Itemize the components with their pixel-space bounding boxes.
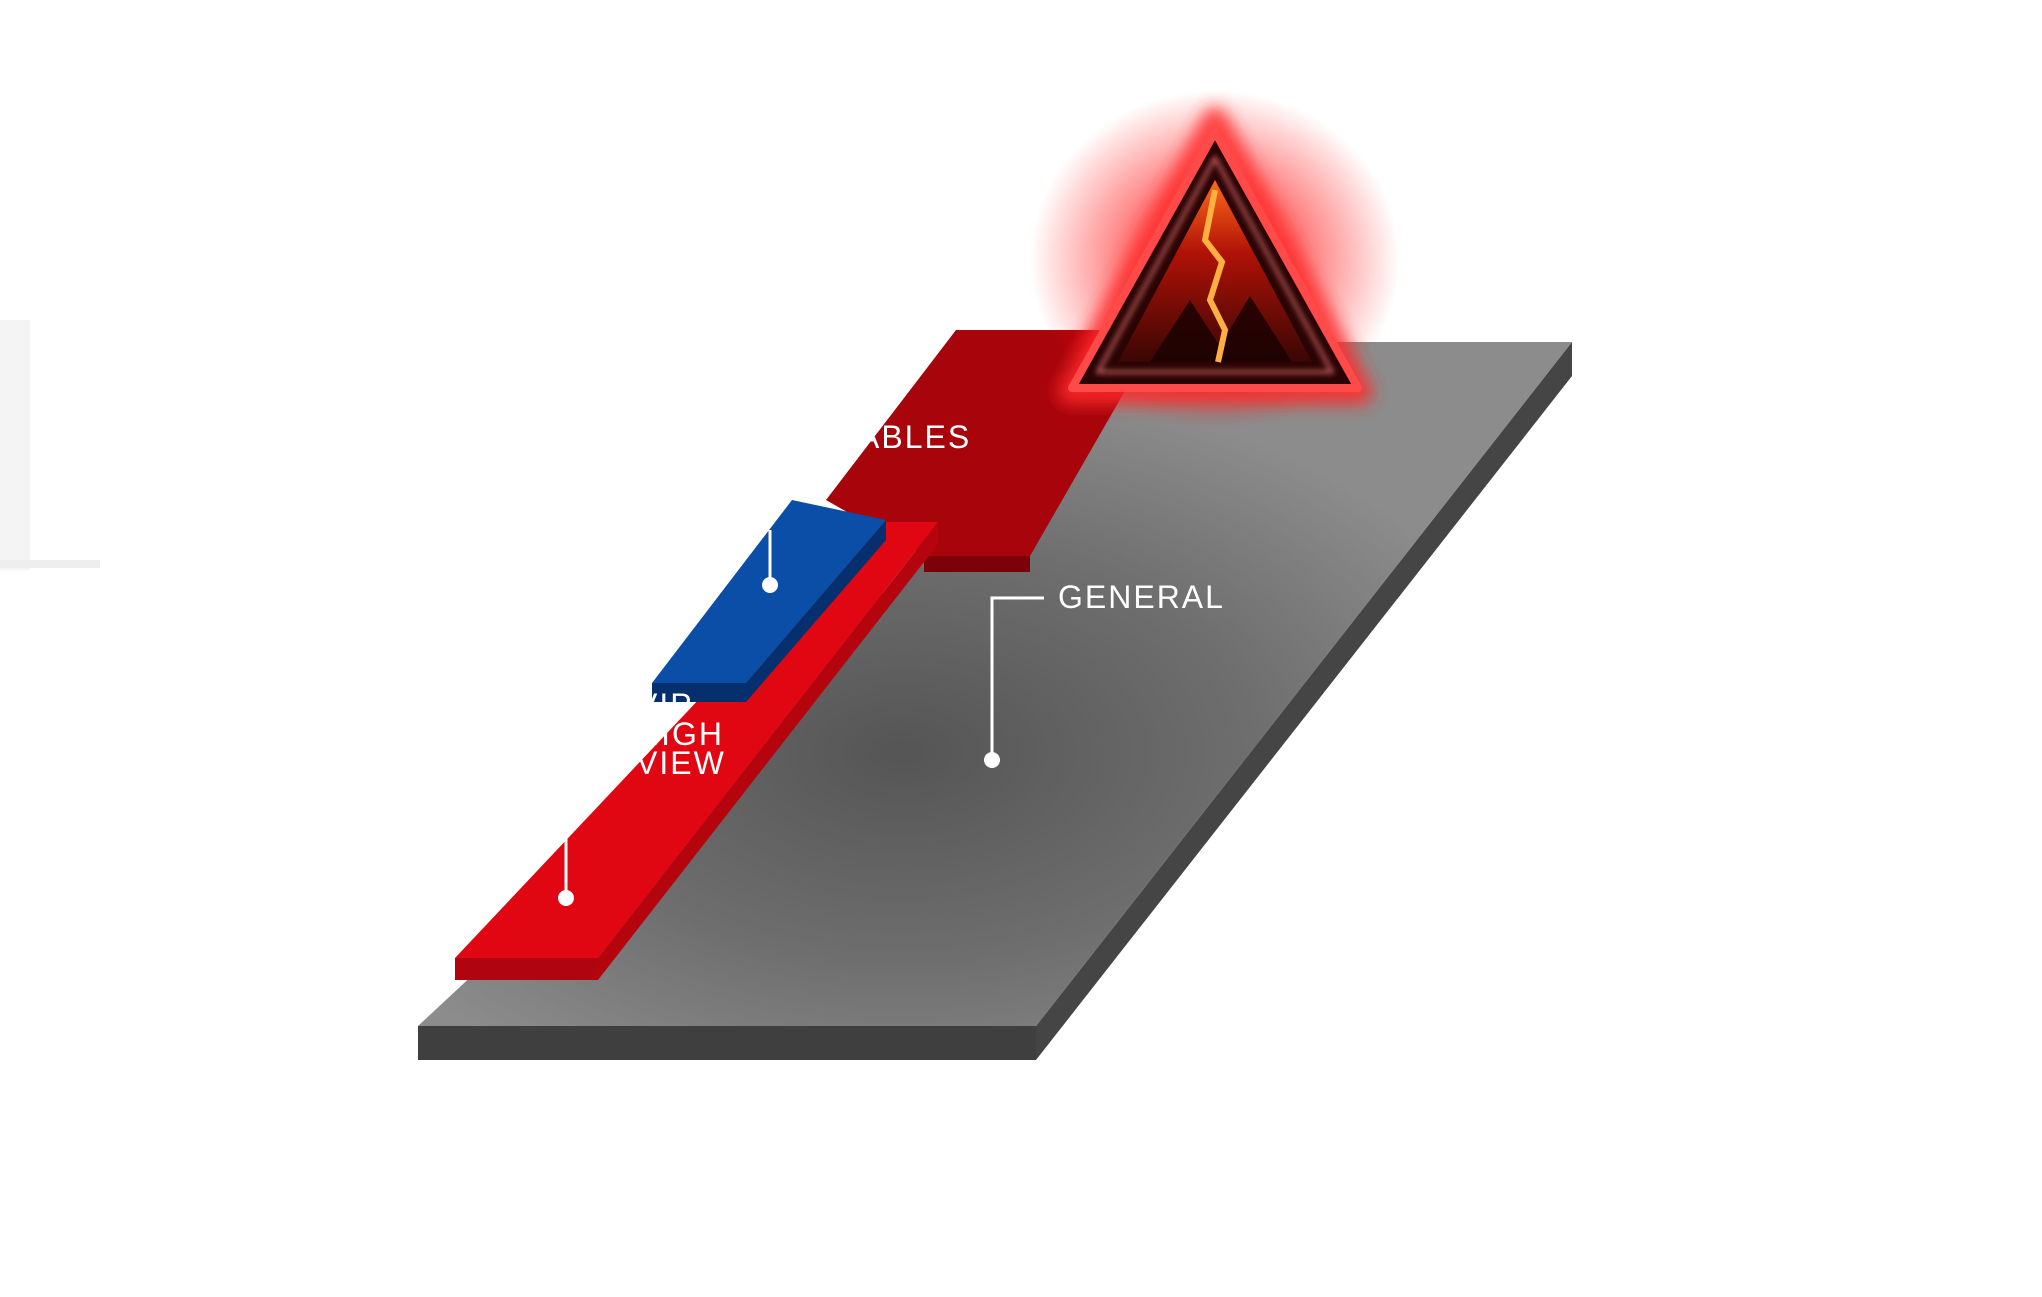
general-connector [990, 596, 1044, 760]
tables-zone-side [924, 556, 1030, 572]
stage-mountain-right [1210, 296, 1292, 362]
vip-dot[interactable] [558, 890, 574, 906]
connector-dots [558, 577, 1000, 906]
vip-zone-side-right [598, 522, 938, 980]
tables-label: ABLES [858, 419, 971, 455]
vip-label-line-3: VIEW [636, 745, 726, 781]
glowing-triangle-stage-icon[interactable] [1030, 40, 1400, 430]
floor-side-right [1036, 342, 1572, 1060]
vip-high-view-side-front [652, 683, 746, 702]
floor-top[interactable] [418, 342, 1572, 1026]
stage-lava-fill [1118, 180, 1312, 362]
floor-side-front [418, 1026, 1036, 1060]
vip-label-line-2: HIGH [636, 716, 724, 752]
vip-zone-side-front [455, 958, 598, 980]
vip-high-view-dot[interactable] [762, 577, 778, 593]
vip-high-view-side-right [746, 520, 886, 702]
stage-triangle-inner-line [1095, 154, 1335, 374]
connectors [564, 530, 1044, 896]
vip-zone[interactable] [455, 522, 938, 980]
stage-mountain-left [1150, 300, 1230, 362]
background-artifacts [0, 320, 100, 570]
vip-zone-top[interactable] [455, 522, 938, 958]
floor [418, 342, 1572, 1060]
vip-label-line-1: VIP [636, 687, 694, 723]
general-label: GENERAL [1058, 579, 1225, 615]
stage-lava-crack [1201, 189, 1229, 363]
general-dot[interactable] [984, 752, 1000, 768]
